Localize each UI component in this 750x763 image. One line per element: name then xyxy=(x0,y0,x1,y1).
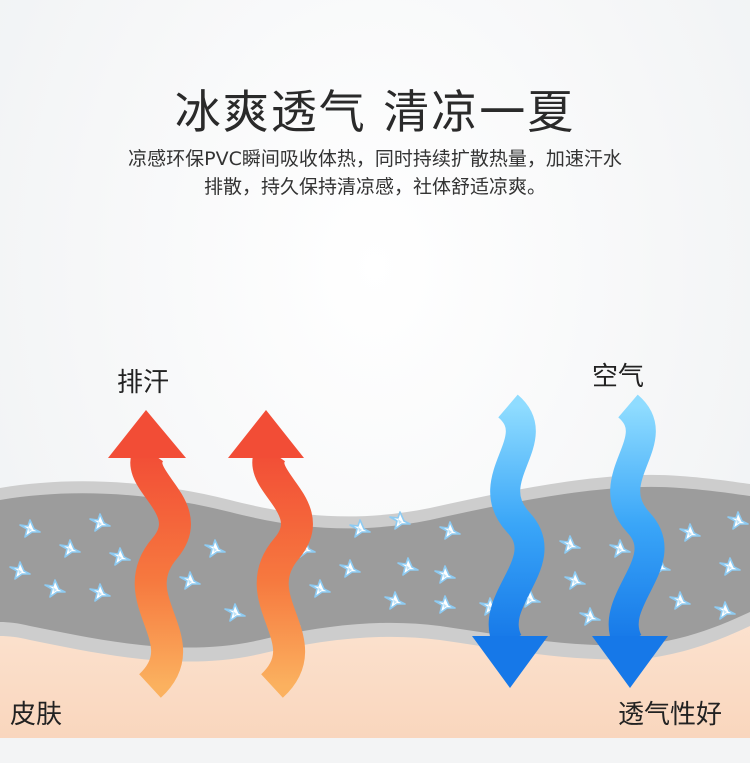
air-arrow-1-icon xyxy=(472,394,548,688)
air-arrow-2-icon xyxy=(592,394,668,688)
description-line-2: 排散，持久保持清凉感，社体舒适凉爽。 xyxy=(203,176,546,198)
description: 凉感环保PVC瞬间吸收体热，同时持续扩散热量，加速汗水 排散，持久保持清凉感，社… xyxy=(95,145,655,201)
label-breathable: 透气性好 xyxy=(618,700,723,730)
label-sweat: 排汗 xyxy=(117,368,170,398)
label-skin: 皮肤 xyxy=(10,700,63,730)
label-air: 空气 xyxy=(592,362,645,392)
page-title: 冰爽透气 清凉一夏 xyxy=(174,85,576,139)
bottom-strip xyxy=(0,738,750,763)
sweat-arrow-2-icon xyxy=(228,410,313,698)
sweat-arrow-1-icon xyxy=(108,410,191,698)
description-line-1: 凉感环保PVC瞬间吸收体热，同时持续扩散热量，加速汗水 xyxy=(128,148,622,170)
